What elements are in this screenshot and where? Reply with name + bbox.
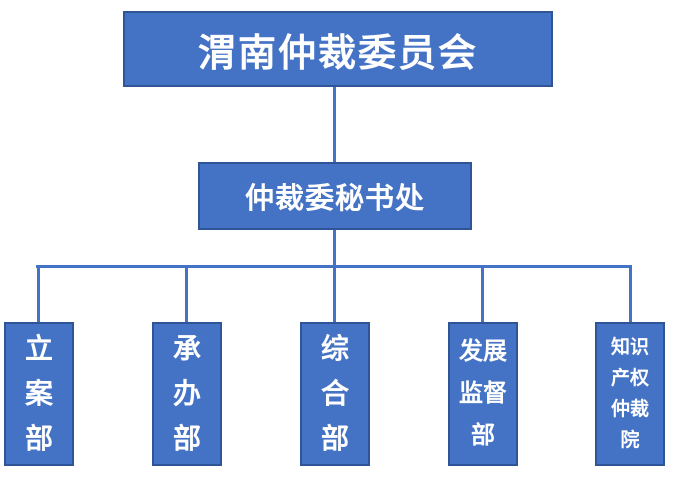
connector-drop-dept-3 xyxy=(333,266,336,322)
connector-drop-dept-4 xyxy=(481,266,484,322)
connector-drop-dept-2 xyxy=(185,266,188,322)
org-node-dept-label: 综 合 部 xyxy=(320,333,349,455)
org-node-secretariat: 仲裁委秘书处 xyxy=(198,162,476,234)
org-node-dept-undertaking: 承 办 部 xyxy=(152,322,226,470)
org-node-root: 渭南仲裁委员会 xyxy=(123,11,557,91)
connector-drop-dept-5 xyxy=(629,266,632,322)
connector-drop-dept-1 xyxy=(37,266,40,322)
org-node-dept-label: 立 案 部 xyxy=(24,333,53,455)
org-node-dept-label: 知识 产权 仲裁 院 xyxy=(610,337,649,451)
org-node-dept-case-filing: 立 案 部 xyxy=(4,322,78,470)
org-node-root-label: 渭南仲裁委员会 xyxy=(197,32,478,75)
org-node-secretariat-label: 仲裁委秘书处 xyxy=(244,183,425,215)
org-node-dept-label: 承 办 部 xyxy=(172,333,201,455)
org-node-dept-general: 综 合 部 xyxy=(300,322,374,470)
connector-secretariat-to-bus xyxy=(333,230,336,268)
connector-root-to-secretariat xyxy=(333,87,336,162)
org-node-dept-development-supervision: 发展 监督 部 xyxy=(448,322,522,470)
org-node-dept-label: 发展 监督 部 xyxy=(459,339,507,449)
org-node-dept-ip-arbitration-court: 知识 产权 仲裁 院 xyxy=(595,322,669,470)
